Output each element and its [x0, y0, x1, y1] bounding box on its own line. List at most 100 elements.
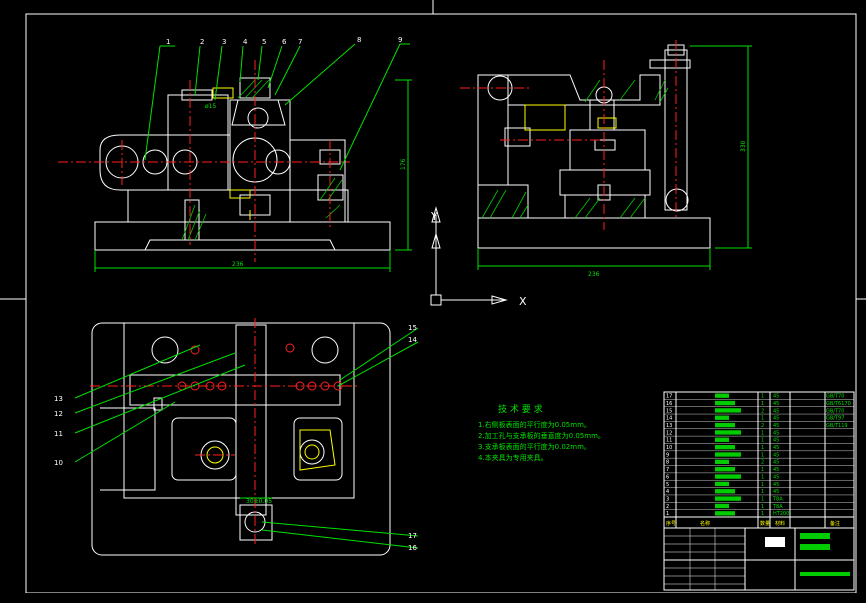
callout-labels: 1 2 3 4 5 6 7 8 9 10 11 12 13 14 15 16 1…: [54, 36, 417, 552]
bom-cell: 45: [773, 474, 779, 480]
tech-req-line-4: 4.本夹具为专用夹具。: [478, 453, 548, 462]
bom-cell: 4: [666, 489, 669, 495]
bom-cell: 7: [666, 467, 669, 473]
bom-name-mark: [715, 511, 735, 516]
bom-cell: 15: [666, 408, 672, 414]
bom-cell: 6: [666, 474, 669, 480]
bom-name-mark: [715, 489, 735, 494]
bom-cell: 45: [773, 394, 779, 400]
bom-name-mark: [715, 444, 735, 450]
bom-cell: 13: [666, 423, 672, 429]
bom-cell: 5: [666, 482, 669, 488]
bom-cell: T8A: [772, 504, 783, 510]
dim-phi15: ø15: [205, 103, 216, 110]
bom-cell: 1: [761, 430, 764, 436]
bom-cell: 45: [773, 408, 779, 414]
bom-cell: 1: [761, 474, 764, 480]
bom-cell: 8: [666, 460, 669, 466]
side-view: [477, 44, 711, 249]
axis-y-label: Y: [430, 210, 438, 223]
callout-12: 12: [54, 410, 63, 418]
bom-cell: GB/T70: [826, 408, 844, 414]
bom-cell: GB/T70: [826, 394, 844, 400]
bom-cell: 45: [773, 401, 779, 407]
bom-cell: 1: [761, 452, 764, 458]
side-hatch: [481, 79, 669, 219]
bom-name-mark: [715, 496, 741, 501]
bom-cell: 45: [773, 482, 779, 488]
drawing-number-box: [765, 537, 785, 547]
bom-header: 序号 名称 数量 材料 备注: [666, 520, 840, 527]
callout-7: 7: [298, 38, 302, 46]
bom-cell: 1: [761, 416, 764, 422]
dimension-texts: 236 176 236 330 ø15 30±0.05: [205, 103, 747, 505]
side-centerlines: [460, 40, 677, 230]
tech-req-line-3: 3.支承板表面的平行度为0.02mm。: [478, 442, 591, 451]
bom-cell: 1: [761, 504, 764, 510]
bom-cell: 2: [761, 408, 764, 414]
bom-name-mark: [715, 400, 735, 406]
command-strip: [0, 593, 866, 599]
title-block: [663, 391, 855, 591]
bom-cell: 45: [773, 452, 779, 458]
bom-cell: 3: [666, 496, 669, 502]
callout-8: 8: [357, 36, 361, 44]
bom-cell: 1: [761, 394, 764, 400]
bom-cell: 45: [773, 438, 779, 444]
axis-labels: X Y: [430, 210, 527, 308]
bom-cell: 11: [666, 438, 672, 444]
ucs-icon: [430, 206, 508, 306]
bom-cell: GB/T119: [826, 423, 848, 429]
front-hidden: [212, 87, 251, 220]
bom-header-qty: 数量: [760, 520, 770, 527]
tech-req-title: 技 术 要 求: [498, 403, 543, 415]
callout-5: 5: [262, 38, 266, 46]
bom-name-mark: [715, 481, 729, 487]
callout-2: 2: [200, 38, 204, 46]
bom-cell: 17: [666, 394, 672, 400]
top-leaders: [74, 327, 419, 549]
bom-name-mark: [715, 459, 729, 465]
dim-front-height: 176: [400, 158, 407, 170]
bom-header-no: 序号: [666, 520, 676, 527]
bom-row-lines: [664, 399, 854, 518]
bom-cell: 9: [666, 452, 669, 458]
bom-cell: 1: [761, 496, 764, 502]
bom-cell: 45: [773, 416, 779, 422]
bom-name-mark: [715, 408, 741, 413]
tech-requirements: 技 术 要 求 1.右侧板表面的平行度为0.05mm。 2.加工孔与支承板的垂直…: [478, 403, 605, 462]
bom-header-remark: 备注: [830, 520, 840, 527]
bom-cell: 14: [666, 416, 672, 422]
bom-name-mark: [715, 430, 741, 435]
front-view: [94, 77, 391, 251]
bom-cell: 45: [773, 489, 779, 495]
side-dimensions: [477, 45, 752, 270]
bom-header-name: 名称: [700, 520, 710, 527]
bom-cell: 1: [761, 467, 764, 473]
callout-11: 11: [54, 430, 63, 438]
bom-cell: 2: [761, 460, 764, 466]
callout-6: 6: [282, 38, 287, 46]
callout-1: 1: [166, 38, 170, 46]
bom-cell: 1: [761, 511, 764, 517]
front-dimensions: [94, 43, 412, 272]
bom-cell: 45: [773, 467, 779, 473]
side-hidden: [524, 104, 617, 131]
bom-cell: 2: [761, 423, 764, 429]
bom-cell: GB/T97: [826, 416, 844, 422]
dim-front-width: 236: [232, 261, 244, 268]
bom-cell: HT200: [773, 511, 789, 517]
callout-10: 10: [54, 459, 63, 467]
callout-4: 4: [243, 38, 248, 46]
top-view: [91, 322, 391, 556]
title-block-fills: [800, 533, 850, 576]
bom-name-mark: [715, 474, 741, 479]
callout-13: 13: [54, 395, 63, 403]
callout-17: 17: [408, 532, 417, 540]
bom-name-mark: [715, 415, 729, 420]
callout-9: 9: [398, 36, 402, 44]
bom-header-material: 材料: [775, 520, 785, 527]
dim-top-small: 30±0.05: [246, 498, 272, 505]
